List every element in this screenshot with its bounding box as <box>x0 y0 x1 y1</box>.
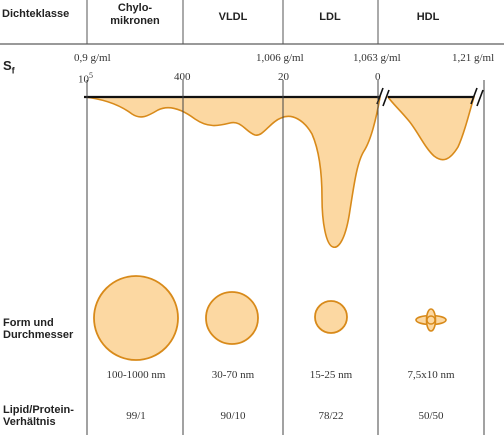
header-hdl: HDL <box>416 11 440 23</box>
sf-value-2: 400 <box>174 71 191 83</box>
density-class-label: Dichteklasse <box>2 8 70 20</box>
ratio-vldl: 90/10 <box>220 410 246 422</box>
form-diameter-label: Form und Durchmesser <box>3 317 73 341</box>
header-vldl: VLDL <box>218 11 248 23</box>
form-diameter-label-line1: Form und <box>3 317 54 329</box>
flotation-profile-hdl <box>386 96 476 161</box>
header-ldl: LDL <box>319 11 341 23</box>
density-label-1: 0,9 g/ml <box>74 52 111 64</box>
sf-label-main: S <box>3 58 12 73</box>
sf-value-1-base: 10 <box>78 73 89 86</box>
ratio-hdl: 50/50 <box>418 410 444 422</box>
diameter-hdl: 7,5x10 nm <box>407 369 455 381</box>
lipid-protein-ratio-label-line2: Verhältnis <box>3 416 56 428</box>
header-chylomicrons: Chylo- mikronen <box>95 2 175 28</box>
density-label-4: 1,21 g/ml <box>452 52 495 64</box>
vldl-particle-shape <box>205 291 259 345</box>
sf-label: Sf <box>3 58 15 76</box>
density-label-2: 1,006 g/ml <box>256 52 304 64</box>
ldl-particle-shape <box>314 300 348 334</box>
sf-value-3: 20 <box>278 71 289 83</box>
sf-value-1: 105 <box>78 71 93 86</box>
sf-value-4: 0 <box>375 71 381 83</box>
axis-break-right <box>470 87 484 107</box>
diameter-ldl: 15-25 nm <box>309 369 353 381</box>
header-chylomicrons-line2: mikronen <box>110 15 160 27</box>
sf-label-sub: f <box>11 65 15 76</box>
sf-value-1-exp: 5 <box>89 71 93 80</box>
header-chylomicrons-line1: Chylo- <box>117 2 153 14</box>
diameter-vldl: 30-70 nm <box>211 369 255 381</box>
lipid-protein-ratio-label: Lipid/Protein- Verhältnis <box>3 404 74 428</box>
flotation-profile-left <box>83 96 381 248</box>
form-diameter-label-line2: Durchmesser <box>3 329 74 341</box>
lipid-protein-ratio-label-line1: Lipid/Protein- <box>3 404 74 416</box>
diameter-chylomicrons: 100-1000 nm <box>106 369 166 381</box>
ratio-chylomicrons: 99/1 <box>126 410 146 422</box>
hdl-particle-shape <box>415 308 447 332</box>
ratio-ldl: 78/22 <box>318 410 344 422</box>
density-label-3: 1,063 g/ml <box>353 52 401 64</box>
chylomicron-particle-shape <box>93 275 179 361</box>
